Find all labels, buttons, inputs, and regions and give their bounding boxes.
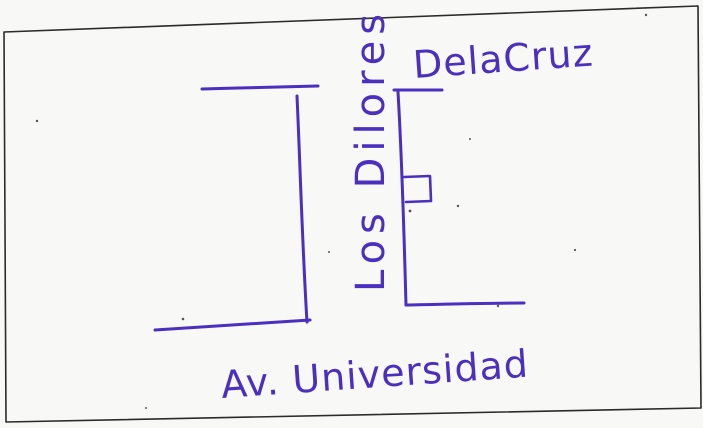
street-label-bottom: Av. Universidad (220, 342, 531, 407)
paper-specks (35, 13, 648, 409)
left-block-bottom-edge (153, 318, 312, 332)
right-block-bottom-edge (404, 301, 526, 307)
left-block-top-edge (200, 84, 320, 91)
street-label-top: DelaCruz (412, 30, 595, 86)
left-street-edge (295, 94, 309, 324)
right-street-edge (396, 90, 408, 307)
location-square-marker (402, 174, 433, 204)
map-frame (3, 5, 702, 423)
street-label-vertical: Los Dilores (348, 8, 394, 292)
